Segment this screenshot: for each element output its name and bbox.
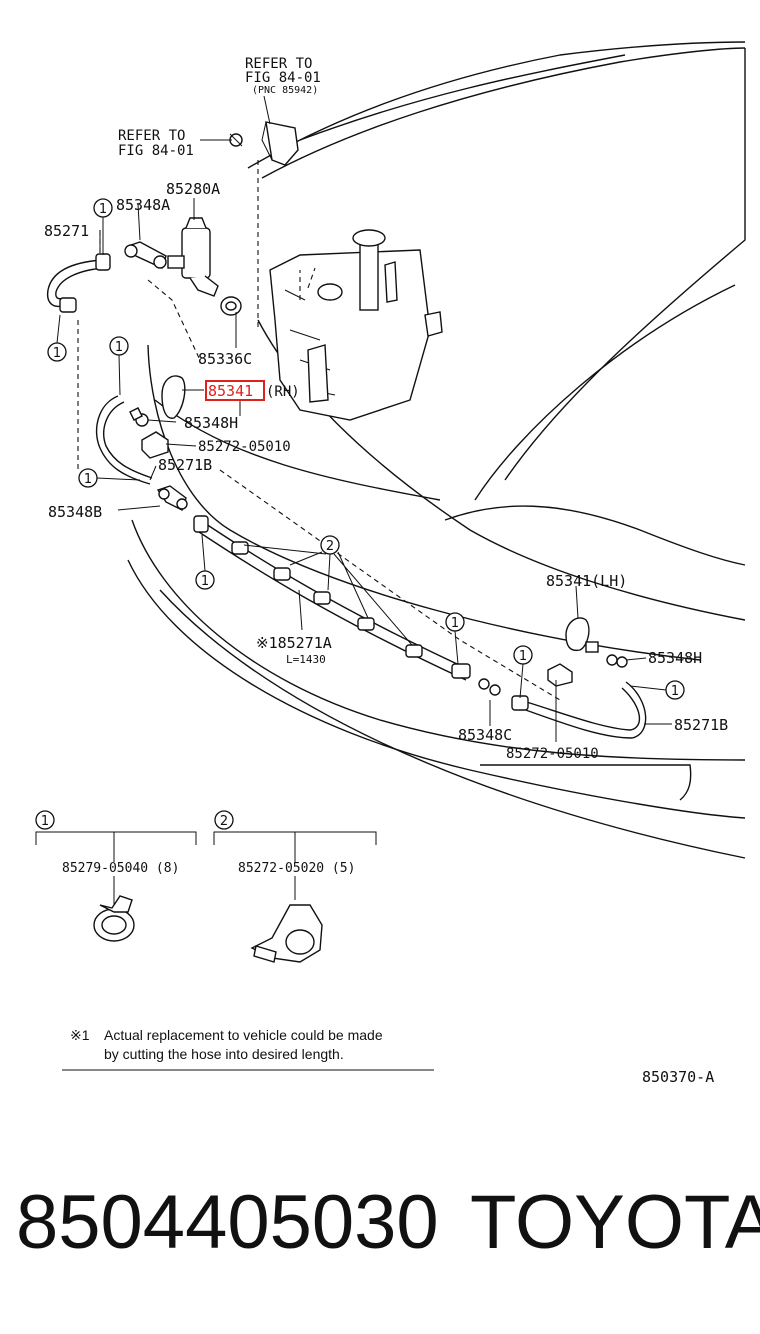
legend-callout-2: 2 bbox=[214, 810, 234, 830]
label-85341-lh: 85341(LH) bbox=[546, 572, 627, 590]
svg-text:1: 1 bbox=[451, 616, 459, 631]
note-line1: Actual replacement to vehicle could be m… bbox=[104, 1027, 383, 1043]
callout-stems bbox=[56, 217, 667, 699]
callout-badges: 1 1 1 1 1 2 1 1 1 1 2 bbox=[35, 198, 685, 830]
check-valve-part bbox=[124, 241, 167, 269]
svg-text:2: 2 bbox=[220, 814, 228, 829]
vehicle-outline bbox=[127, 41, 746, 859]
label-85341: 85341 bbox=[208, 382, 253, 400]
svg-text:1: 1 bbox=[99, 202, 107, 217]
nozzle-rh bbox=[161, 375, 186, 419]
note-mark: ※1 bbox=[70, 1027, 90, 1043]
ref-left-line1: REFER TO bbox=[118, 128, 185, 144]
label-85348H-left: 85348H bbox=[184, 414, 238, 432]
ref-top-line2: FIG 84-01 bbox=[245, 70, 321, 86]
joint-right bbox=[478, 678, 501, 696]
clamp-left bbox=[141, 431, 169, 459]
hose-clamp-icon bbox=[93, 895, 135, 942]
hose-right bbox=[511, 681, 647, 739]
label-85348A: 85348A bbox=[116, 196, 170, 214]
callout-1: 1 bbox=[445, 612, 465, 632]
brand-name: TOYOTA bbox=[470, 1180, 760, 1265]
leader-lines bbox=[77, 95, 672, 742]
svg-text:1: 1 bbox=[115, 340, 123, 355]
svg-text:1: 1 bbox=[201, 574, 209, 589]
highlight-box bbox=[205, 380, 265, 401]
svg-text:1: 1 bbox=[84, 472, 92, 487]
long-hose bbox=[193, 515, 471, 681]
joint-part bbox=[156, 485, 188, 511]
legend-part-2: 85272-05020 (5) bbox=[238, 861, 355, 876]
ref-top-line1: REFER TO bbox=[245, 56, 312, 72]
legend-part-1: 85279-05040 (8) bbox=[62, 861, 179, 876]
label-85271B-right: 85271B bbox=[674, 716, 728, 734]
callout-1: 1 bbox=[109, 336, 129, 356]
label-85271A: ※185271A bbox=[256, 634, 332, 652]
hose-left bbox=[95, 395, 153, 485]
label-85271B-left: 85271B bbox=[158, 456, 212, 474]
legend-callout-1: 1 bbox=[35, 810, 55, 830]
label-85348H-right: 85348H bbox=[648, 649, 702, 667]
clamp-right bbox=[547, 663, 573, 687]
grommet-part bbox=[220, 296, 242, 316]
callout-1: 1 bbox=[195, 570, 215, 590]
figure-code: 850370-A bbox=[642, 1068, 714, 1086]
label-85271A-length: L=1430 bbox=[286, 653, 326, 666]
label-85336C: 85336C bbox=[198, 350, 252, 368]
label-85272-right: 85272-05010 bbox=[506, 746, 599, 762]
nozzle-lh bbox=[565, 617, 628, 668]
label-85341-side: (RH) bbox=[266, 384, 300, 400]
svg-text:1: 1 bbox=[519, 649, 527, 664]
svg-text:2: 2 bbox=[326, 539, 334, 554]
label-85348B: 85348B bbox=[48, 503, 102, 521]
label-85272-left: 85272-05010 bbox=[198, 439, 291, 455]
check-valve-small bbox=[129, 407, 149, 427]
svg-text:1: 1 bbox=[53, 346, 61, 361]
legend-box-2: 85272-05020 (5) bbox=[213, 831, 377, 963]
hose-clip-icon bbox=[250, 904, 323, 963]
legend-box-1: 85279-05040 (8) bbox=[35, 831, 197, 942]
label-85348C: 85348C bbox=[458, 726, 512, 744]
ref-left-line2: FIG 84-01 bbox=[118, 143, 194, 159]
note-line2: by cutting the hose into desired length. bbox=[104, 1046, 344, 1062]
callout-1: 1 bbox=[513, 645, 533, 665]
bracket-part bbox=[261, 121, 299, 166]
label-85271: 85271 bbox=[44, 222, 89, 240]
callout-1: 1 bbox=[78, 468, 98, 488]
svg-text:1: 1 bbox=[671, 684, 679, 699]
footnote: ※1 Actual replacement to vehicle could b… bbox=[62, 1027, 434, 1071]
washer-tank bbox=[269, 229, 443, 421]
part-number: 8504405030 bbox=[16, 1180, 439, 1265]
hose-part bbox=[46, 253, 111, 313]
washer-pump bbox=[167, 217, 219, 297]
part-labels: REFER TO FIG 84-01 (PNC 85942) REFER TO … bbox=[44, 56, 728, 762]
svg-text:1: 1 bbox=[41, 814, 49, 829]
callout-2: 2 bbox=[320, 535, 340, 555]
ref-top-pnc: (PNC 85942) bbox=[252, 85, 318, 96]
label-85280A: 85280A bbox=[166, 180, 220, 198]
callout-1: 1 bbox=[47, 342, 67, 362]
callout-1: 1 bbox=[93, 198, 113, 218]
callout-1: 1 bbox=[665, 680, 685, 700]
bolt-part bbox=[229, 133, 243, 147]
